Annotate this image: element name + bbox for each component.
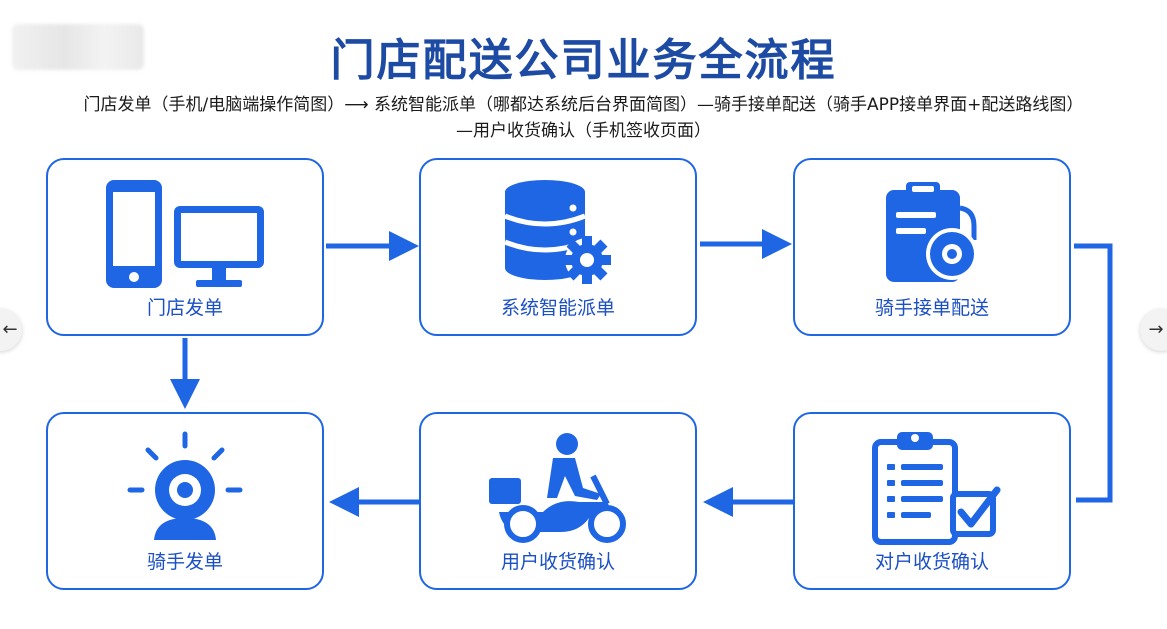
node-label: 系统智能派单 — [500, 297, 615, 319]
phone-and-monitor-icon — [106, 180, 264, 288]
diagram-title: 门店配送公司业务全流程 — [330, 35, 837, 86]
clipboard-helmet-icon — [886, 182, 978, 282]
next-slide-button[interactable]: → — [1140, 309, 1167, 351]
database-gear-icon — [504, 180, 611, 284]
checklist-clipboard-icon — [872, 432, 1001, 545]
node-store-order: 门店发单 — [46, 158, 324, 336]
node-smart-dispatch: 系统智能派单 — [419, 158, 697, 336]
delivery-scooter-icon — [489, 433, 626, 543]
node-label: 门店发单 — [146, 297, 223, 319]
node-label: 骑手接单配送 — [874, 297, 989, 319]
subtitle-line-1: 门店发单（手机/电脑端操作简图）⟶ 系统智能派单（哪都达系统后台界面简图）—骑手… — [83, 95, 1084, 115]
node-label: 骑手发单 — [146, 551, 223, 573]
node-user-confirm: 用户收货确认 — [419, 412, 697, 590]
node-label: 对户收货确认 — [874, 551, 989, 573]
node-rider-order: 骑手发单 — [46, 412, 324, 590]
blurred-watermark — [12, 24, 144, 70]
node-rider-accept: 骑手接单配送 — [793, 158, 1071, 336]
node-household-confirm: 对户收货确认 — [793, 412, 1071, 590]
webcam-alert-icon — [127, 431, 243, 540]
subtitle-line-2: —用户收货确认（手机签收页面） — [456, 121, 711, 141]
diagram-subtitle: 门店发单（手机/电脑端操作简图）⟶ 系统智能派单（哪都达系统后台界面简图）—骑手… — [20, 92, 1147, 144]
prev-slide-button[interactable]: ← — [0, 309, 22, 351]
arrow-rider-to-confirm — [1074, 243, 1113, 503]
node-label: 用户收货确认 — [500, 551, 615, 573]
